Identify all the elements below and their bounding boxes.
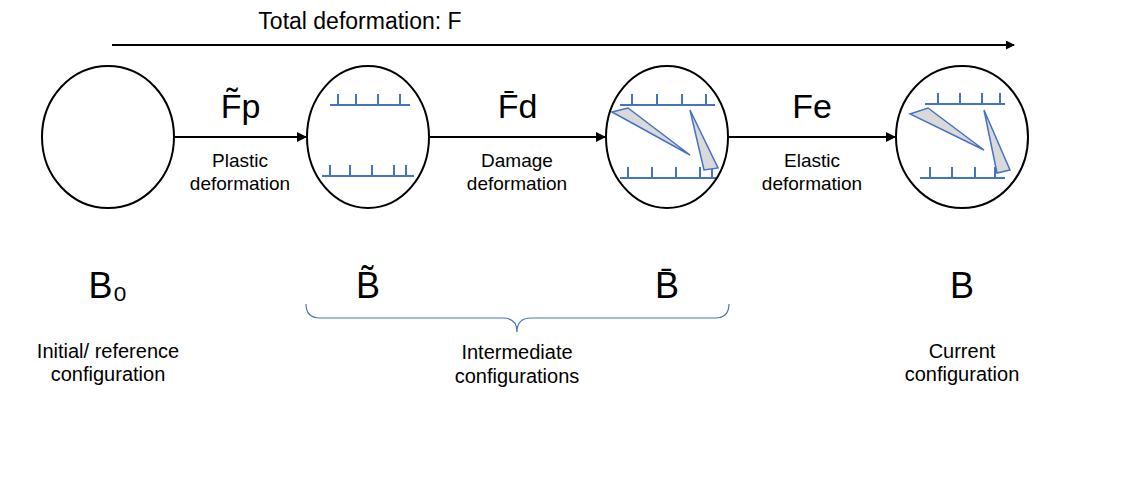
- configuration-name: Current configuration: [892, 340, 1032, 386]
- configuration-ellipse: B₀Initial/ reference configuration: [41, 65, 175, 209]
- deformation-gradient: F̄d: [495, 88, 541, 125]
- group-label: Intermediate configurations: [432, 340, 602, 388]
- group-bracket: [306, 304, 729, 332]
- deformation-arrow: [729, 136, 895, 138]
- configuration-ellipse: BCurrent configuration: [895, 65, 1029, 209]
- ellipse-outline: [605, 65, 729, 209]
- crack-wedge: [910, 108, 984, 150]
- configuration-ellipse: B̃: [306, 65, 430, 209]
- deformation-name: Plastic deformation: [178, 150, 303, 196]
- crack-wedge: [612, 108, 690, 155]
- crack-wedge: [690, 110, 718, 170]
- total-deformation-arrow: [112, 44, 1014, 46]
- configuration-name: Initial/ reference configuration: [21, 340, 196, 386]
- configuration-symbol: B̄: [622, 265, 712, 306]
- deformation-arrow: [430, 136, 605, 138]
- dislocation-rows: [322, 94, 414, 176]
- ellipse-shape: [896, 66, 1028, 208]
- deformation-name: Elastic deformation: [750, 150, 875, 196]
- dislocation-row: [322, 165, 414, 176]
- ellipse-shape: [606, 66, 728, 208]
- ellipse-shape: [307, 66, 429, 208]
- deformation-gradient: Fe: [789, 88, 835, 125]
- dislocation-row: [330, 94, 410, 105]
- deformation-arrow: [175, 136, 306, 138]
- deformation-name: Damage deformation: [450, 150, 585, 196]
- deformation-gradient: F̃p: [218, 88, 264, 125]
- crack-wedge: [984, 110, 1010, 173]
- dislocation-row: [620, 94, 715, 105]
- configuration-symbol: B₀: [63, 265, 153, 306]
- ellipse-outline: [895, 65, 1029, 209]
- ellipse-shape: [42, 66, 174, 208]
- total-deformation-label: Total deformation: F: [210, 8, 510, 36]
- dislocation-row: [925, 93, 1005, 104]
- ellipse-outline: [306, 65, 430, 209]
- configuration-symbol: B̃: [323, 265, 413, 306]
- dislocation-row: [620, 167, 716, 178]
- configuration-symbol: B: [917, 265, 1007, 306]
- configuration-ellipse: B̄: [605, 65, 729, 209]
- dislocation-row: [920, 167, 1005, 178]
- ellipse-outline: [41, 65, 175, 209]
